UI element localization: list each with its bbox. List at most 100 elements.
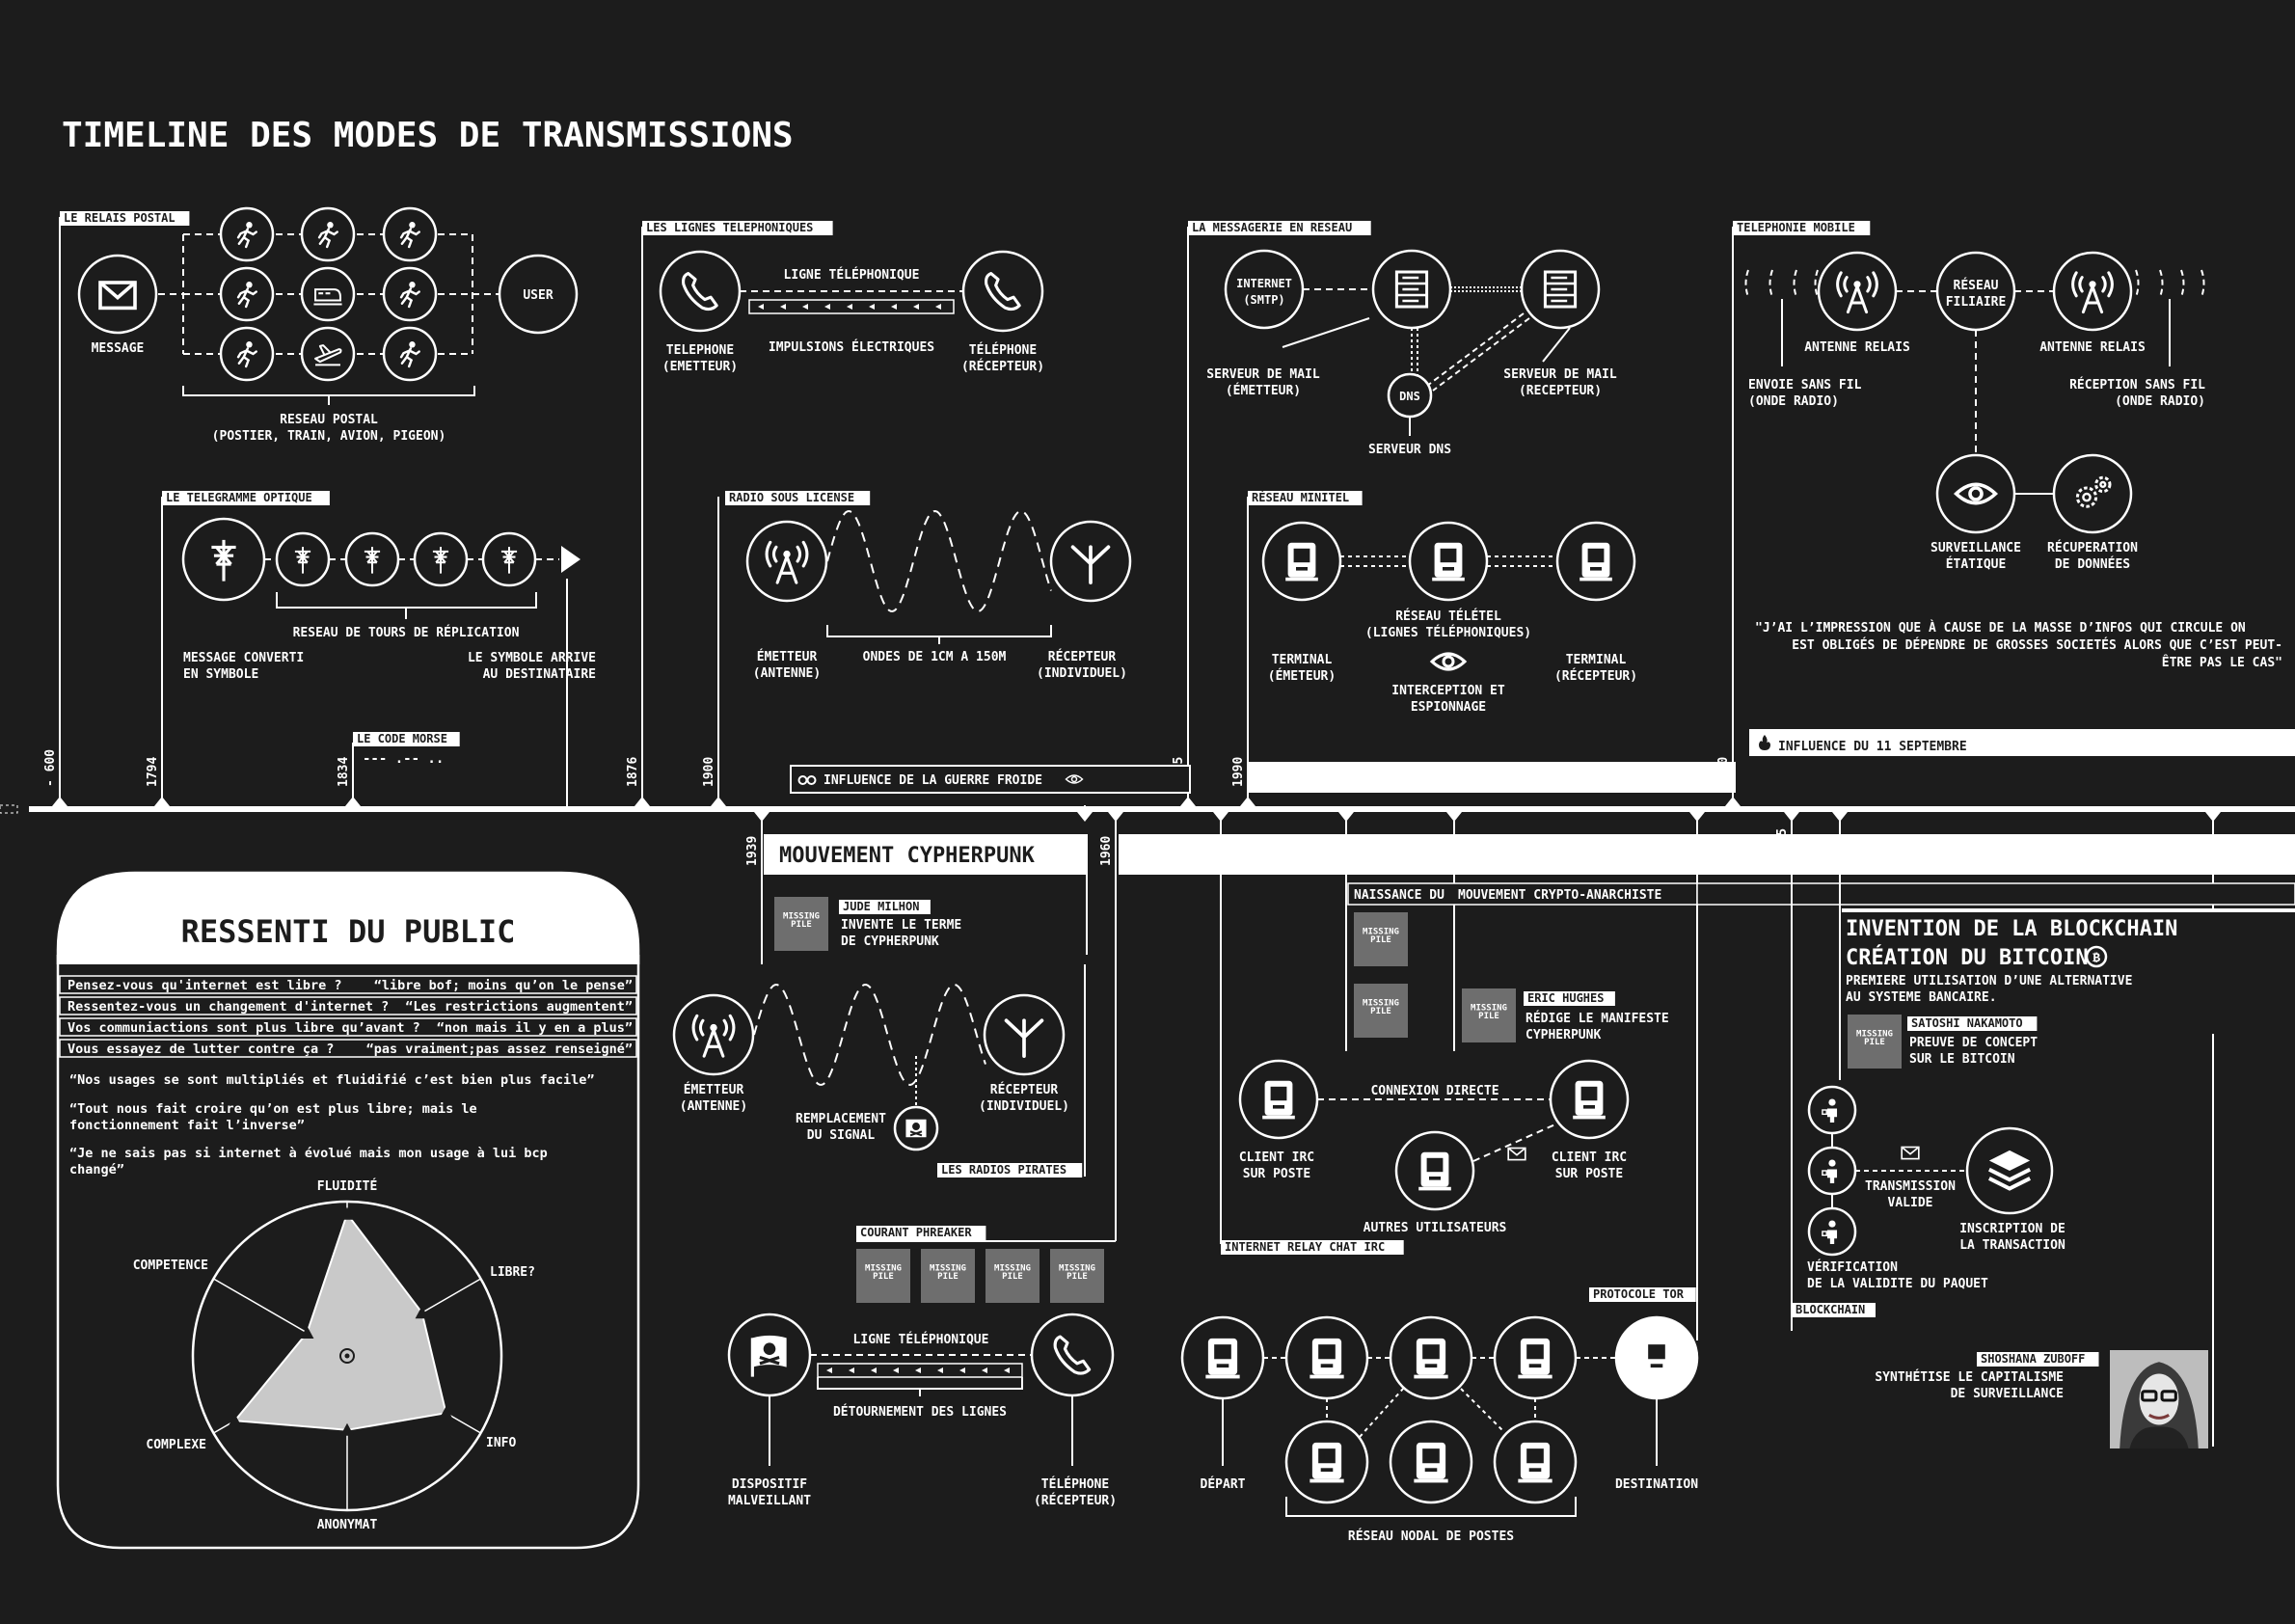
label: FILIAIRE <box>1946 295 2007 310</box>
label: INVENTE LE TERME <box>841 918 961 933</box>
minitel-icon <box>1639 1338 1674 1379</box>
section-label-telephone: LES LIGNES TELEPHONIQUES <box>646 221 813 234</box>
year-label: 1960 <box>1099 836 1114 866</box>
era-marker-notch <box>1446 812 1462 822</box>
surveillance-node-ring <box>1935 453 2016 534</box>
label: “Je ne sais pas si internet à évolué mai… <box>69 1146 548 1161</box>
label: (LIGNES TÉLÉPHONIQUES) <box>1365 625 1531 640</box>
label: RÉSEAU <box>1954 278 1999 293</box>
placeholder-label: PILE <box>1864 1038 1885 1047</box>
label: INTERCEPTION ET <box>1391 684 1505 698</box>
section-label-relais-postal: LE RELAIS POSTAL <box>64 211 176 225</box>
era-marker-notch <box>1725 797 1741 806</box>
phone-receiver-2-node-ring <box>1030 1313 1115 1397</box>
survey-question: Ressentez-vous un changement d'internet … <box>68 999 389 1015</box>
label: LA TRANSACTION <box>1959 1238 2066 1253</box>
placeholder-label: PILE <box>937 1272 958 1282</box>
impulse-mark <box>758 304 764 310</box>
validator-node <box>1807 1146 1857 1196</box>
connector-line <box>1432 317 1530 392</box>
terminal-receiver-node <box>1555 521 1636 602</box>
blockchain-card <box>1842 908 2295 1034</box>
label: RÉDIGE LE MANIFESTE <box>1526 1011 1669 1026</box>
label: DISPOSITIF <box>732 1477 807 1492</box>
year-label: 1900 <box>702 757 716 787</box>
label: VALIDE <box>1888 1196 1933 1210</box>
relay-antenna-2-node-ring <box>2052 251 2133 332</box>
label: RÉCEPTEUR <box>1048 649 1117 664</box>
validator-node <box>1807 1206 1857 1257</box>
label: ÉMETTEUR <box>684 1082 744 1097</box>
blockchain-title: CRÉATION DU BITCOIN <box>1846 945 2089 970</box>
label: SUR POSTE <box>1243 1167 1310 1181</box>
section-label-phreaker: COURANT PHREAKER <box>860 1226 972 1239</box>
label: DESTINATION <box>1615 1477 1698 1492</box>
survey-answer: “non mais il y en a plus” <box>437 1020 633 1036</box>
cypherpunk-title: MOUVEMENT CYPHERPUNK <box>779 844 1036 868</box>
skull-icon <box>904 1118 928 1139</box>
year-label: - 600 <box>43 749 58 787</box>
label: SERVEUR DE MAIL <box>1503 367 1617 382</box>
label: PREUVE DE CONCEPT <box>1909 1036 2038 1050</box>
survey-row <box>59 996 637 1015</box>
person-name-jude-bg <box>839 900 931 914</box>
radar-axis-label: COMPETENCE <box>133 1259 208 1273</box>
survey-row <box>59 975 637 994</box>
relay-node <box>300 326 356 382</box>
label: (ÉMETTEUR) <box>1226 383 1301 398</box>
radio-wave <box>2200 269 2205 298</box>
label: LIGNE TÉLÉPHONIQUE <box>784 267 920 283</box>
label: NAISSANCE DU <box>1354 888 1444 903</box>
relay-node <box>382 266 438 322</box>
arrow-head <box>561 546 580 573</box>
relay-node <box>219 326 275 382</box>
tor-departure-node <box>1180 1315 1265 1400</box>
relay-node-ring <box>382 326 438 382</box>
morse-code: --- .-- .. <box>363 751 444 767</box>
impulse-mark <box>913 304 919 310</box>
section-label-irc-bg <box>1221 1240 1404 1255</box>
label: (ANTENNE) <box>753 666 821 681</box>
era-marker-notch <box>1832 812 1848 822</box>
year-label: 1990 <box>1231 757 1246 787</box>
placeholder-label: MISSING <box>783 911 820 921</box>
wave-signal <box>753 983 986 1087</box>
section-label-radio-bg <box>725 491 871 505</box>
label: CYPHERPUNK <box>1526 1028 1601 1042</box>
era-marker-notch <box>2205 812 2221 822</box>
impulse-mark <box>871 1367 877 1373</box>
label: ONDES DE 1CM A 150M <box>863 650 1007 664</box>
label: (EMETTEUR) <box>662 360 738 374</box>
relay-node <box>219 206 275 262</box>
label: RÉCEPTION SANS FIL <box>2069 377 2205 392</box>
relay-node <box>382 326 438 382</box>
impulse-mark <box>935 304 941 310</box>
placeholder-label: PILE <box>1066 1272 1088 1282</box>
influence-label: INFLUENCE DU 11 SEPTEMBRE <box>1778 740 1967 754</box>
terminal-emitter-node <box>1261 521 1342 602</box>
section-label-tor: PROTOCOLE TOR <box>1593 1287 1685 1301</box>
placeholder-label: PILE <box>1002 1272 1023 1282</box>
section-label-morse-bg <box>353 732 460 746</box>
label: RÉCEPTEUR <box>990 1082 1059 1097</box>
relay-node <box>300 206 356 262</box>
tor-relay-node <box>1493 1315 1578 1400</box>
tor-relay-node <box>1389 1420 1473 1504</box>
relay-node-ring <box>382 266 438 322</box>
surveillance-node <box>1935 453 2016 534</box>
panel-outline <box>56 955 640 1550</box>
data-recovery-node <box>2052 453 2133 534</box>
minitel-icon <box>1414 1442 1448 1483</box>
photo-placeholder <box>1848 1015 1902 1069</box>
person-name-eric-bg <box>1524 991 1615 1006</box>
section-label-radios-pirates-bg <box>937 1163 1083 1177</box>
label: ESPIONNAGE <box>1411 700 1486 715</box>
label: LE SYMBOLE ARRIVE <box>468 651 596 665</box>
label: DU SIGNAL <box>807 1128 876 1143</box>
minitel-icon <box>1573 1080 1606 1120</box>
label: TÉLÉPHONE <box>969 342 1037 358</box>
label: INSCRIPTION DE <box>1959 1222 2066 1236</box>
bitcoin-icon-glyph: ₿ <box>2092 951 2100 965</box>
label: ÉMETTEUR <box>757 649 818 664</box>
era-marker-notch <box>345 797 361 806</box>
